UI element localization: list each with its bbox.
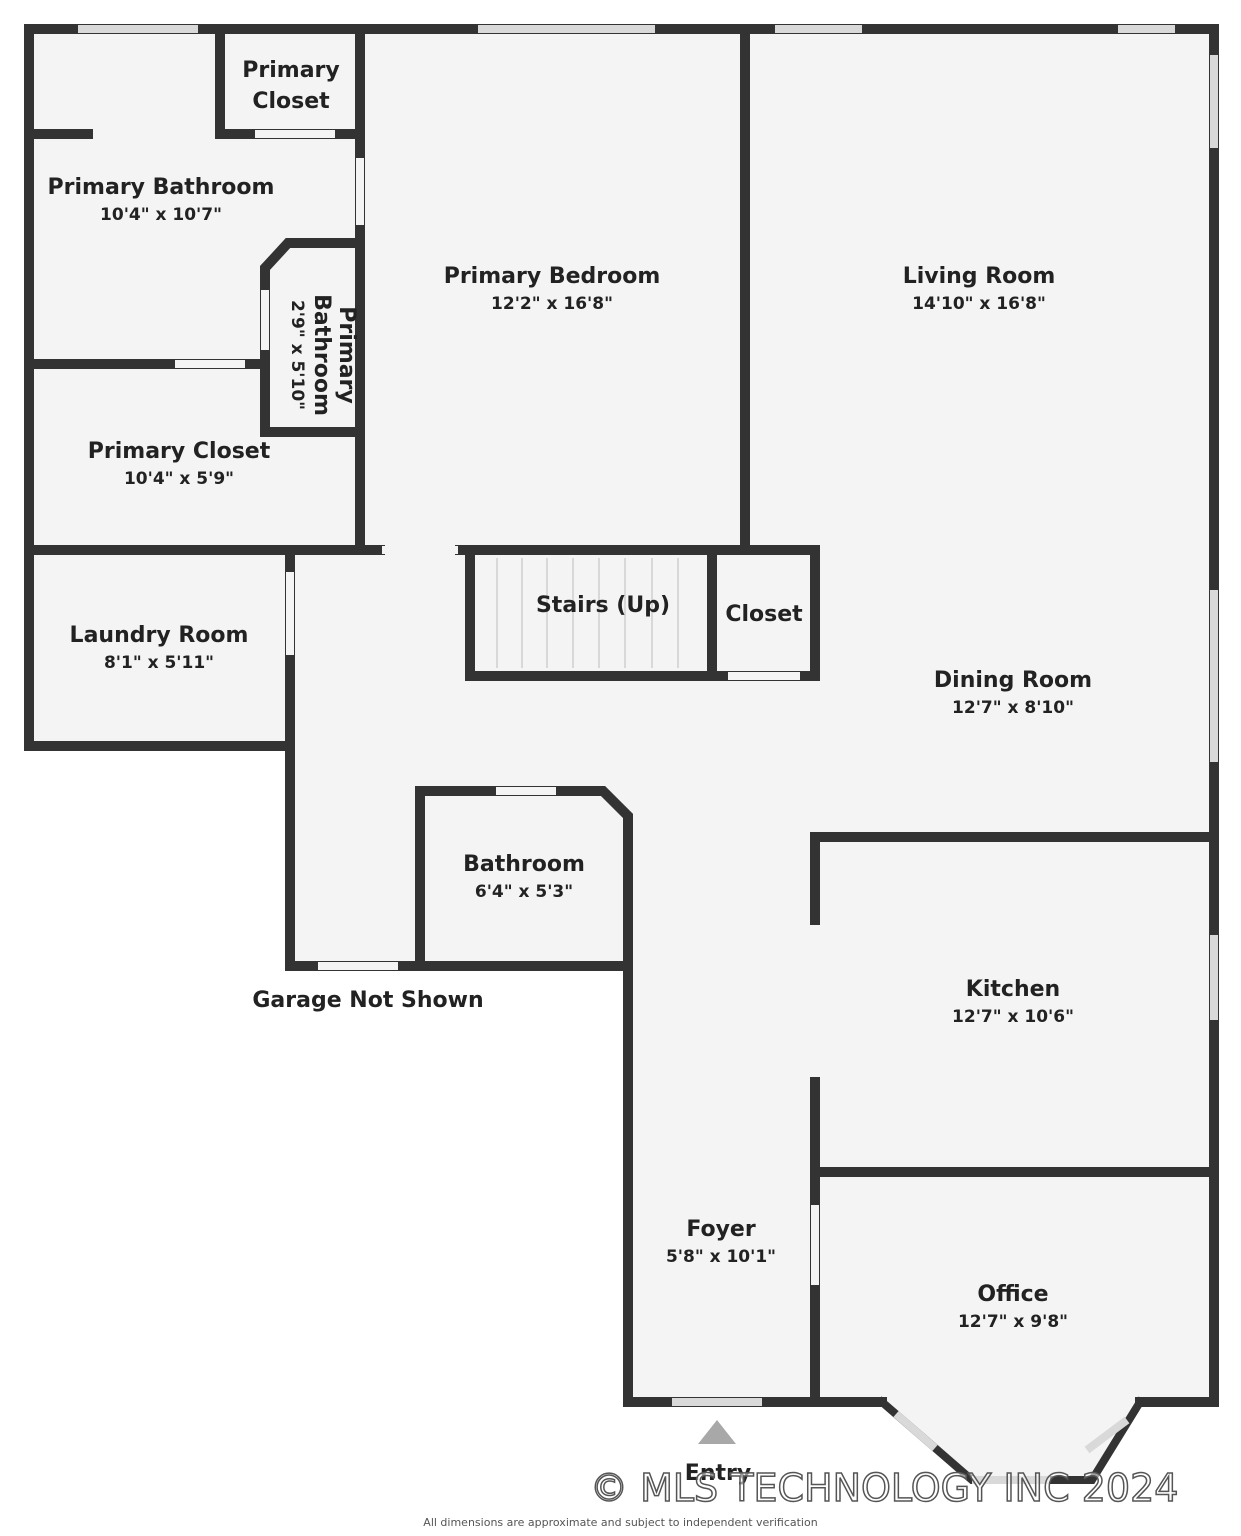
disclaimer-text: All dimensions are approximate and subje…	[423, 1516, 818, 1529]
floor-fill	[29, 29, 1214, 1480]
room-primary-closet-top: Primary Closet	[226, 55, 356, 117]
room-laundry-room: Laundry Room 8'1" x 5'11"	[34, 621, 284, 675]
room-name: Primary Bathroom	[47, 175, 275, 200]
room-primary-closet: Primary Closet 10'4" x 5'9"	[54, 437, 304, 491]
garage-note: Garage Not Shown	[252, 988, 484, 1013]
room-name: Living Room	[902, 264, 1056, 289]
room-closet: Closet	[714, 600, 814, 630]
room-living-room: Living Room 14'10" x 16'8"	[829, 262, 1129, 316]
room-primary-bathroom-small: Primary Bathroom 2'9" x 5'10"	[267, 260, 359, 450]
room-dimensions: 6'4" x 5'3"	[474, 882, 574, 902]
room-primary-bedroom: Primary Bedroom 12'2" x 16'8"	[402, 262, 702, 316]
room-dimensions: 8'1" x 5'11"	[103, 653, 215, 673]
room-name: Laundry Room	[69, 623, 249, 648]
room-dimensions: 10'4" x 10'7"	[100, 205, 222, 225]
windows	[78, 25, 1218, 1484]
room-kitchen: Kitchen 12'7" x 10'6"	[913, 975, 1113, 1029]
room-dimensions: 14'10" x 16'8"	[912, 294, 1046, 314]
room-dimensions: 12'7" x 8'10"	[952, 698, 1074, 718]
room-dining-room: Dining Room 12'7" x 8'10"	[863, 666, 1163, 720]
room-name: Foyer	[686, 1217, 756, 1242]
room-name: Closet	[725, 602, 803, 627]
copyright-watermark: © MLS TECHNOLOGY INC 2024	[589, 1465, 1179, 1511]
doorways	[175, 130, 819, 1285]
room-name: Stairs (Up)	[535, 593, 671, 618]
entry-arrow-icon	[698, 1420, 736, 1444]
room-name: Primary Closet	[242, 58, 340, 114]
room-name: Office	[977, 1282, 1049, 1307]
room-name: Primary Bedroom	[443, 264, 661, 289]
room-dimensions: 10'4" x 5'9"	[123, 469, 235, 489]
room-name: Bathroom	[463, 852, 585, 877]
room-foyer: Foyer 5'8" x 10'1"	[636, 1215, 806, 1269]
room-dimensions: 12'7" x 10'6"	[952, 1007, 1074, 1027]
room-primary-bathroom: Primary Bathroom 10'4" x 10'7"	[36, 173, 286, 227]
room-bathroom: Bathroom 6'4" x 5'3"	[424, 850, 624, 904]
room-dimensions: 5'8" x 10'1"	[665, 1247, 777, 1267]
room-dimensions: 12'2" x 16'8"	[491, 294, 613, 314]
room-name: Primary Closet	[87, 439, 271, 464]
room-name: Dining Room	[933, 668, 1093, 693]
room-office: Office 12'7" x 9'8"	[913, 1280, 1113, 1334]
stair-treads	[496, 558, 679, 668]
room-stairs: Stairs (Up)	[503, 591, 703, 621]
room-dimensions: 2'9" x 5'10"	[287, 299, 307, 411]
room-dimensions: 12'7" x 9'8"	[957, 1312, 1069, 1332]
entry-label: Entry	[684, 1461, 752, 1486]
room-name: Kitchen	[965, 977, 1061, 1002]
room-name: Primary Bathroom	[309, 294, 359, 416]
